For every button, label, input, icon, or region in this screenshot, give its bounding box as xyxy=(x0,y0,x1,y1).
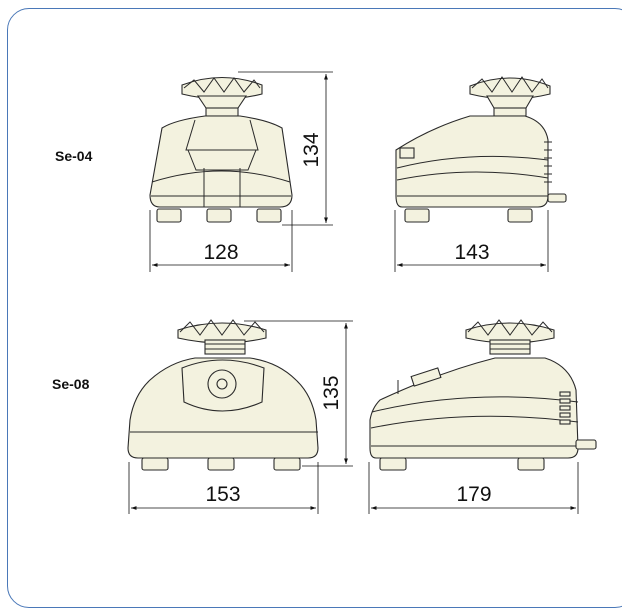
se08-height-value: 135 xyxy=(320,375,343,410)
se04-height-value: 134 xyxy=(300,132,323,167)
se08-side-view xyxy=(369,319,597,471)
se04-front-view xyxy=(149,76,293,223)
se04-side-housing xyxy=(395,115,549,208)
se04-side-rotor xyxy=(469,76,551,117)
se04-front-rotor xyxy=(181,76,263,117)
se04-front-width-value: 128 xyxy=(203,241,238,264)
model-label-se08: Se-08 xyxy=(52,376,90,392)
se04-side-view xyxy=(395,76,567,223)
se04-height-dimension: 134 xyxy=(238,71,333,226)
se08-side-width-value: 179 xyxy=(456,483,491,506)
se08-side-housing xyxy=(369,357,579,459)
se08-front-rotor xyxy=(177,319,267,355)
se08-side-rotor xyxy=(465,319,555,355)
se08-front-view xyxy=(127,319,319,471)
se04-front-housing xyxy=(149,115,293,208)
se08-side-width-dimension: 179 xyxy=(368,462,579,514)
se08-front-width-value: 153 xyxy=(205,483,240,506)
se04-front-width-dimension: 128 xyxy=(149,210,293,272)
dimension-drawings: 134 128 143 xyxy=(127,71,597,514)
se04-side-width-value: 143 xyxy=(454,241,489,264)
se04-side-width-dimension: 143 xyxy=(394,210,549,272)
se08-front-width-dimension: 153 xyxy=(128,462,319,514)
model-label-se04: Se-04 xyxy=(55,148,93,164)
se08-height-dimension: 135 xyxy=(244,320,353,467)
